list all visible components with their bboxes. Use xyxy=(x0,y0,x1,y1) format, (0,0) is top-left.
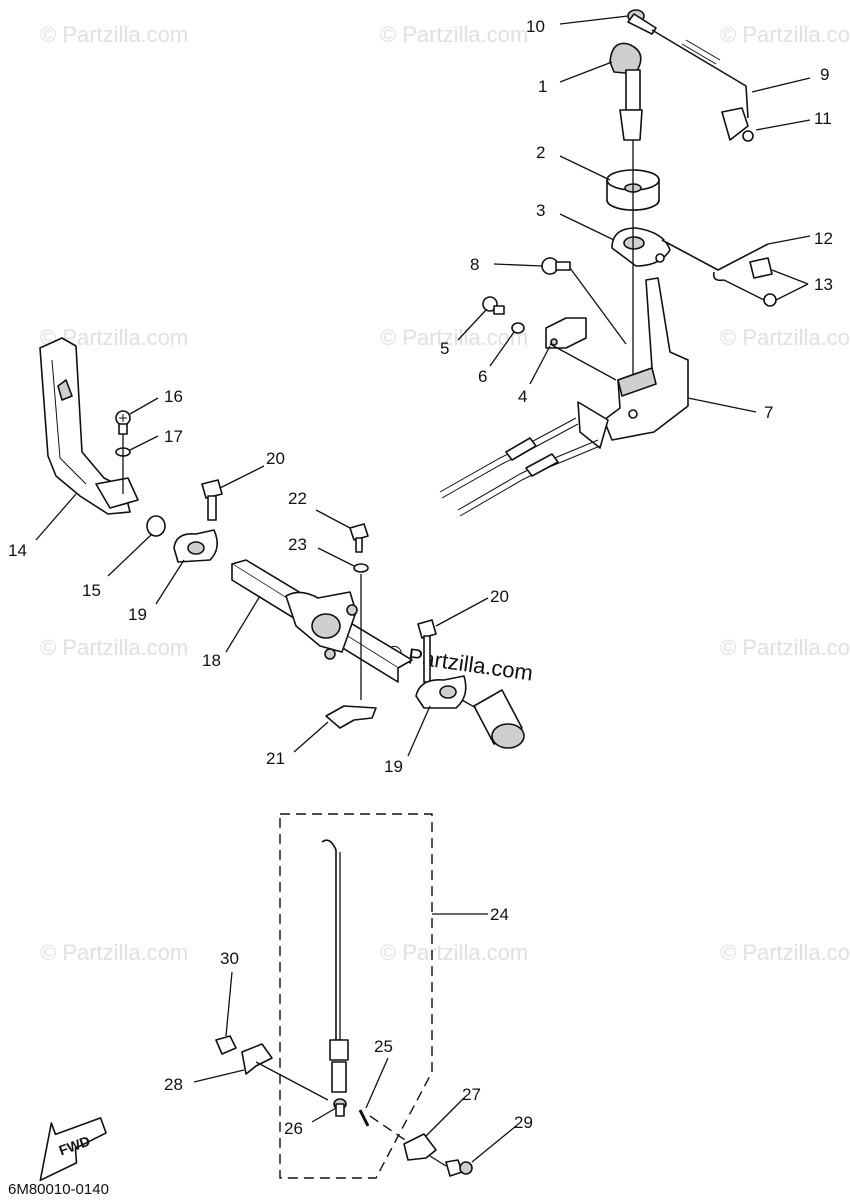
part-13-clips xyxy=(723,257,777,307)
callout-19: 19 xyxy=(128,605,147,624)
part-29-screw xyxy=(445,1159,473,1177)
part-20-bolt xyxy=(417,619,437,683)
part-21-bracket xyxy=(325,705,377,729)
callout-23: 23 xyxy=(288,535,307,554)
part-3-cam xyxy=(611,227,671,267)
part-30-nut xyxy=(215,1035,237,1055)
callout-16: 16 xyxy=(164,387,183,406)
part-5-screw xyxy=(482,296,505,315)
callout-19-right: 19 xyxy=(384,757,403,776)
callout-11: 11 xyxy=(814,109,832,128)
part-18-shaft xyxy=(231,559,413,683)
callout-13: 13 xyxy=(814,275,833,294)
callout-15: 15 xyxy=(82,581,101,600)
friction-knob xyxy=(461,689,525,749)
watermark: © Partzilla.com xyxy=(40,940,188,965)
callout-28: 28 xyxy=(164,1075,183,1094)
part-22-bolt xyxy=(349,523,369,553)
part-8-bolt xyxy=(541,257,571,275)
callout-9: 9 xyxy=(820,65,829,84)
part-23-washer xyxy=(353,563,369,573)
diagram-code: 6M80010-0140 xyxy=(8,1181,109,1198)
part-15-oring xyxy=(146,515,166,537)
part-14-handle xyxy=(39,337,139,515)
callout-2: 2 xyxy=(536,143,545,162)
leader-lines xyxy=(35,15,811,1163)
callout-4: 4 xyxy=(518,387,527,406)
part-24-dashed-boundary xyxy=(279,813,433,1179)
part-24-rod xyxy=(321,839,349,1117)
callout-25: 25 xyxy=(374,1037,393,1056)
callout-8: 8 xyxy=(470,255,479,274)
watermark: © Partzilla.com xyxy=(720,325,850,350)
part-6-washer xyxy=(511,322,525,334)
throttle-cables xyxy=(439,417,601,517)
callout-12: 12 xyxy=(814,229,833,248)
callout-18: 18 xyxy=(202,651,221,670)
callouts: 10 1 9 11 2 3 12 8 13 5 6 4 7 16 17 14 1… xyxy=(8,17,833,1138)
callout-7: 7 xyxy=(764,403,773,422)
fwd-arrow-icon: FWD xyxy=(39,1117,107,1182)
part-9-rod xyxy=(651,29,749,119)
callout-26: 26 xyxy=(284,1119,303,1138)
callout-22: 22 xyxy=(288,489,307,508)
callout-20-right: 20 xyxy=(490,587,509,606)
callout-21: 21 xyxy=(266,749,285,768)
watermark: © Partzilla.com xyxy=(380,325,528,350)
watermark: © Partzilla.com xyxy=(40,635,188,660)
watermarks: © Partzilla.com © Partzilla.com © Partzi… xyxy=(40,22,850,965)
part-10-clip xyxy=(627,9,657,35)
watermark: © Partzilla.com xyxy=(40,22,188,47)
part-28-clip xyxy=(241,1043,273,1075)
callout-1: 1 xyxy=(538,77,547,96)
callout-6: 6 xyxy=(478,367,487,386)
part-25-pin xyxy=(358,1109,370,1127)
callout-5: 5 xyxy=(440,339,449,358)
callout-20: 20 xyxy=(266,449,285,468)
part-19-clamp xyxy=(173,529,218,563)
callout-17: 17 xyxy=(164,427,183,446)
part-1-lever xyxy=(609,42,643,141)
callout-14: 14 xyxy=(8,541,27,560)
part-16-screw xyxy=(115,410,131,435)
callout-24: 24 xyxy=(490,905,509,924)
callout-27: 27 xyxy=(462,1085,481,1104)
part-11-clip xyxy=(721,107,754,142)
callout-29: 29 xyxy=(514,1113,533,1132)
part-20-bolt xyxy=(201,479,223,521)
watermark: © Partzilla.com xyxy=(720,22,850,47)
part-27-clip xyxy=(403,1133,437,1161)
watermark: © Partzilla.com xyxy=(380,22,528,47)
callout-30: 30 xyxy=(220,949,239,968)
watermark: © Partzilla.com xyxy=(720,940,850,965)
part-12-link xyxy=(661,239,769,282)
part-19-clamp xyxy=(415,675,467,709)
part-7-bracket xyxy=(577,277,689,449)
callout-10: 10 xyxy=(526,17,545,36)
callout-3: 3 xyxy=(536,201,545,220)
watermark: © Partzilla.com xyxy=(720,635,850,660)
part-4-clamp xyxy=(545,317,587,349)
watermark: © Partzilla.com xyxy=(380,940,528,965)
